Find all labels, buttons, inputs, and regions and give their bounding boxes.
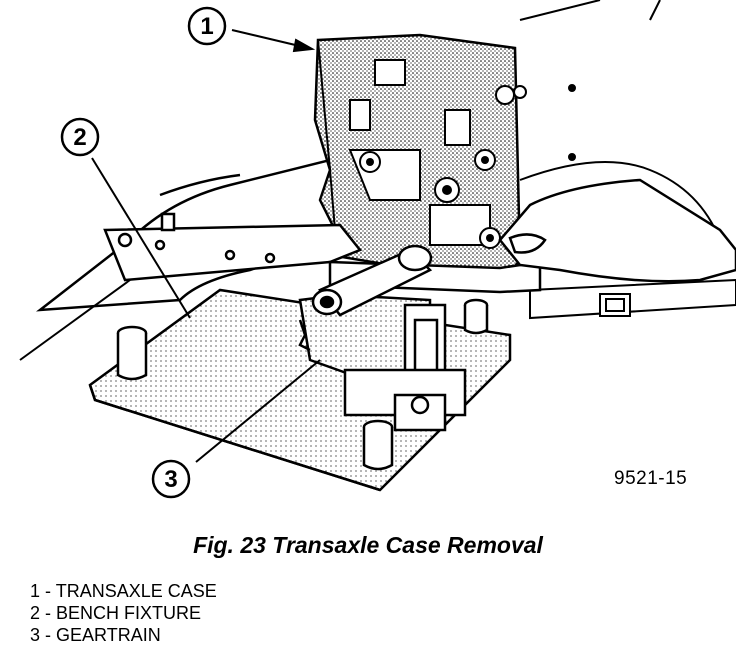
figure-caption: Fig. 23 Transaxle Case Removal — [193, 532, 543, 558]
transaxle-case — [313, 33, 527, 287]
fixture-posts — [116, 298, 489, 471]
callout-3: 3 — [151, 459, 191, 499]
legend-item: 2 - BENCH FIXTURE — [30, 602, 217, 624]
callout-circle-2 — [60, 117, 100, 157]
transaxle-case-removal-illustration: 1 2 3 — [19, 0, 736, 499]
legend-number: 1 — [30, 581, 41, 601]
arrowhead-1 — [292, 38, 316, 53]
right-hand — [498, 178, 736, 283]
legend-item: 1 - TRANSAXLE CASE — [30, 580, 217, 602]
legend-number: 3 — [30, 625, 41, 645]
lifting-handle — [311, 244, 433, 317]
legend-list: 1 - TRANSAXLE CASE 2 - BENCH FIXTURE 3 -… — [30, 580, 217, 646]
callout-circle-1 — [187, 6, 227, 46]
callout-number-2: 2 — [73, 124, 86, 151]
legend-text: - BENCH FIXTURE — [45, 603, 202, 623]
legend-number: 2 — [30, 603, 41, 623]
callout-2: 2 — [60, 117, 100, 157]
geartrain — [298, 293, 467, 432]
leader-line-2 — [91, 157, 191, 319]
leader-lines — [19, 29, 321, 463]
figure-id: 9521-15 — [614, 468, 688, 489]
callout-circle-3 — [151, 459, 191, 499]
callout-1: 1 — [187, 6, 227, 46]
legend-text: - GEARTRAIN — [45, 625, 161, 645]
legend-text: - TRANSAXLE CASE — [45, 581, 217, 601]
leader-line-3 — [195, 359, 321, 463]
belt — [529, 278, 736, 320]
callout-number-3: 3 — [164, 466, 177, 493]
legend-item: 3 - GEARTRAIN — [30, 624, 217, 646]
callout-number-1: 1 — [200, 13, 213, 40]
